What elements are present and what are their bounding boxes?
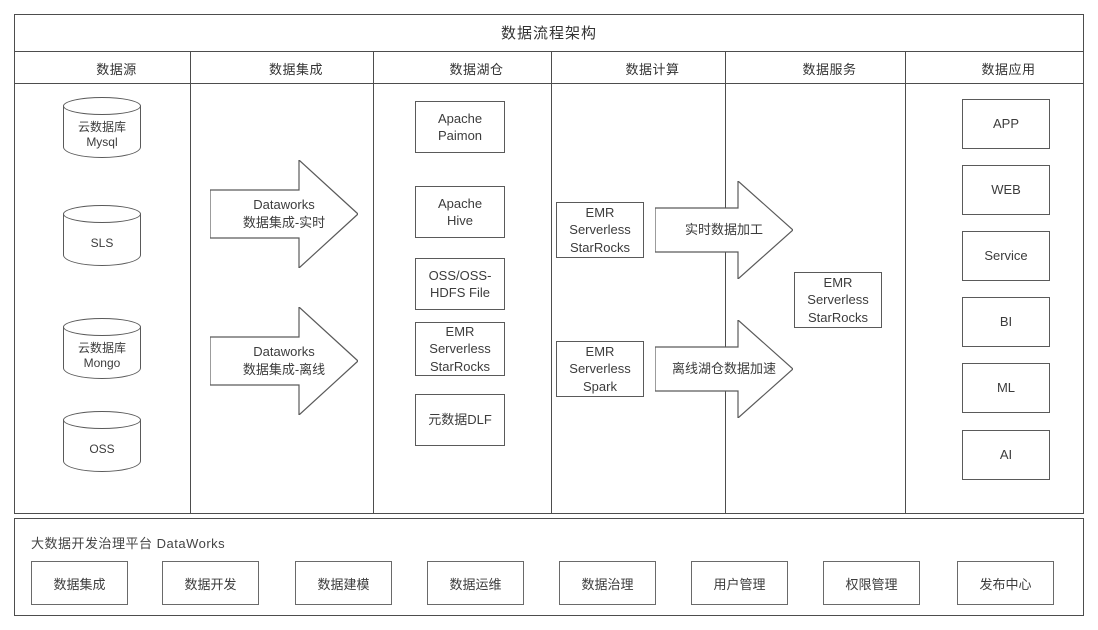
- column-header-5: 数据应用: [981, 61, 1036, 77]
- data-source-cylinder-Mysql: 云数据库 Mysql: [63, 97, 141, 167]
- cylinder-top: [63, 318, 141, 336]
- data-source-label: 云数据库 Mysql: [77, 120, 126, 149]
- column-header-3: 数据计算: [625, 61, 680, 77]
- lakehouse-node-4: 元数据DLF: [415, 394, 505, 446]
- column-header-2: 数据湖仓: [449, 61, 504, 77]
- data-source-label: OSS: [89, 441, 115, 456]
- data-source-label: 云数据库 Mongo: [77, 341, 126, 370]
- application-node-WEB: WEB: [962, 165, 1050, 215]
- application-node-ML: ML: [962, 363, 1050, 413]
- application-node-BI: BI: [962, 297, 1050, 347]
- service-arrow-1: 离线湖仓数据加速: [655, 320, 793, 418]
- column-separator-4: [905, 52, 906, 514]
- main-diagram-frame: [14, 14, 1084, 514]
- data-source-label: SLS: [90, 235, 114, 250]
- application-node-AI: AI: [962, 430, 1050, 480]
- service-arrow-0: 实时数据加工: [655, 181, 793, 279]
- column-separator-0: [190, 52, 191, 514]
- column-separator-2: [551, 52, 552, 514]
- platform-item-6[interactable]: 权限管理: [823, 561, 920, 605]
- lakehouse-node-3: EMR Serverless StarRocks: [415, 322, 505, 376]
- platform-title: 大数据开发治理平台 DataWorks: [31, 536, 226, 551]
- lakehouse-node-0: Apache Paimon: [415, 101, 505, 153]
- platform-item-3[interactable]: 数据运维: [427, 561, 524, 605]
- lakehouse-node-1: Apache Hive: [415, 186, 505, 238]
- integration-arrow-1: Dataworks 数据集成-离线: [210, 307, 358, 415]
- data-source-cylinder-OSS: OSS: [63, 411, 141, 481]
- cylinder-top: [63, 205, 141, 223]
- platform-item-4[interactable]: 数据治理: [559, 561, 656, 605]
- column-separator-1: [373, 52, 374, 514]
- application-node-Service: Service: [962, 231, 1050, 281]
- page-title: 数据流程架构: [500, 25, 597, 42]
- platform-item-5[interactable]: 用户管理: [691, 561, 788, 605]
- column-separator-3: [725, 52, 726, 514]
- column-header-0: 数据源: [96, 61, 137, 77]
- column-header-4: 数据服务: [802, 61, 857, 77]
- compute-node-0: EMR Serverless StarRocks: [556, 202, 644, 258]
- cylinder-top: [63, 97, 141, 115]
- lakehouse-node-2: OSS/OSS- HDFS File: [415, 258, 505, 310]
- platform-item-0[interactable]: 数据集成: [31, 561, 128, 605]
- platform-item-7[interactable]: 发布中心: [957, 561, 1054, 605]
- diagram-title-band: 数据流程架构: [14, 14, 1084, 52]
- cylinder-top: [63, 411, 141, 429]
- platform-item-2[interactable]: 数据建模: [295, 561, 392, 605]
- integration-arrow-0: Dataworks 数据集成-实时: [210, 160, 358, 268]
- service-node-0: EMR Serverless StarRocks: [794, 272, 882, 328]
- data-source-cylinder-SLS: SLS: [63, 205, 141, 275]
- column-header-1: 数据集成: [268, 61, 323, 77]
- platform-item-1[interactable]: 数据开发: [162, 561, 259, 605]
- application-node-APP: APP: [962, 99, 1050, 149]
- compute-node-1: EMR Serverless Spark: [556, 341, 644, 397]
- column-header-row: 数据源 数据集成 数据湖仓 数据计算 数据服务 数据应用: [14, 52, 1084, 84]
- data-source-cylinder-Mongo: 云数据库 Mongo: [63, 318, 141, 388]
